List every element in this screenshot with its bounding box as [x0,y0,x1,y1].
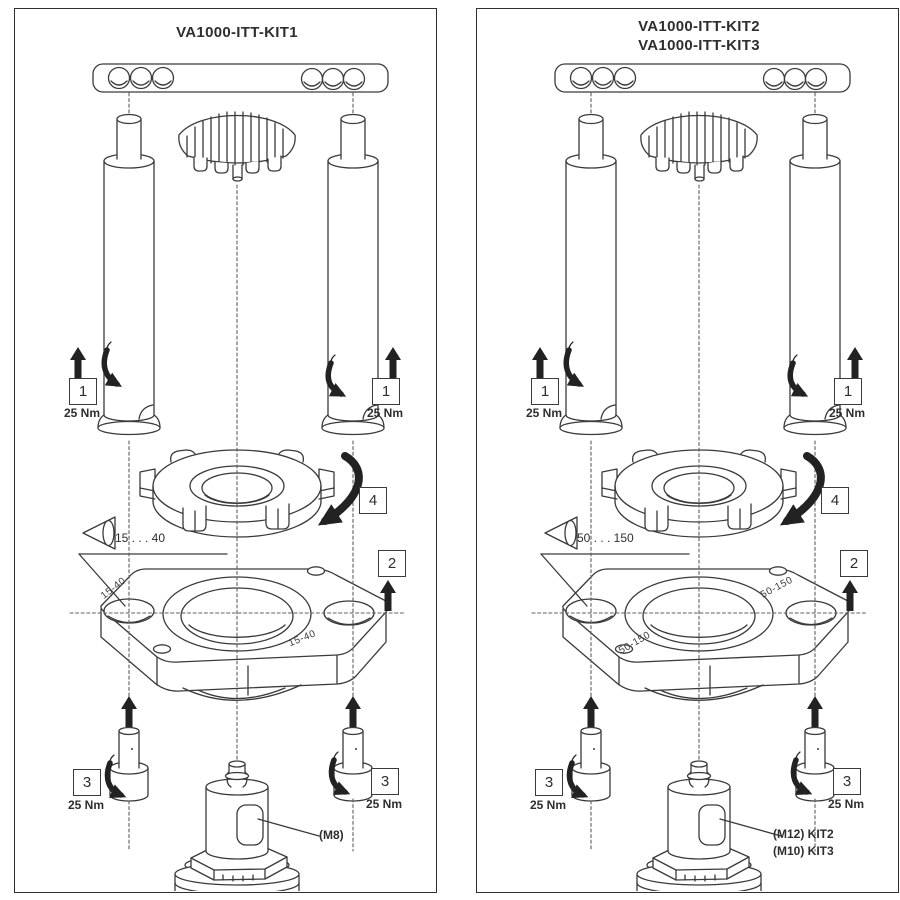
step-2-badge: 2 [840,550,868,577]
torque-label: 25 Nm [529,798,567,812]
panel-title: VA1000-ITT-KIT1 [37,23,437,42]
torque-label: 25 Nm [365,797,403,811]
torque-label: 25 Nm [63,406,101,420]
step-2-badge: 2 [378,550,406,577]
step-1-badge: 1 [531,378,559,405]
part-label-line: (M12) KIT2 [773,827,834,841]
torque-label: 25 Nm [525,406,563,420]
step-1-badge: 1 [69,378,97,405]
step-4-badge: 4 [821,487,849,514]
part-label-line: (M8) [319,828,344,842]
step-1-badge: 1 [834,378,862,405]
step-3-badge: 3 [73,769,101,796]
panel-kit1: VA1000-ITT-KIT1 1 25 Nm 1 25 Nm 4 15 . .… [14,8,437,893]
step-3-badge: 3 [371,768,399,795]
panel-title-line: VA1000-ITT-KIT2 [638,18,760,35]
inspect-range-label: 15 . . . 40 [115,531,166,545]
part-label: (M12) KIT2 (M10) KIT3 [773,826,834,860]
part-label: (M8) [319,827,344,844]
step-4-badge: 4 [359,487,387,514]
diagram-art [477,9,897,891]
inspect-range-label: 50 . . . 150 [577,531,634,545]
step-3-badge: 3 [535,769,563,796]
step-3-badge: 3 [833,768,861,795]
part-label-line: (M10) KIT3 [773,844,834,858]
panel-title-line: VA1000-ITT-KIT1 [176,24,298,41]
diagram-art [15,9,435,891]
step-1-badge: 1 [372,378,400,405]
torque-label: 25 Nm [366,406,404,420]
torque-label: 25 Nm [827,797,865,811]
panel-kit2-kit3: VA1000-ITT-KIT2 VA1000-ITT-KIT3 1 25 Nm … [476,8,899,893]
torque-label: 25 Nm [828,406,866,420]
torque-label: 25 Nm [67,798,105,812]
panel-title: VA1000-ITT-KIT2 VA1000-ITT-KIT3 [499,17,899,55]
panel-title-line: VA1000-ITT-KIT3 [638,37,760,54]
